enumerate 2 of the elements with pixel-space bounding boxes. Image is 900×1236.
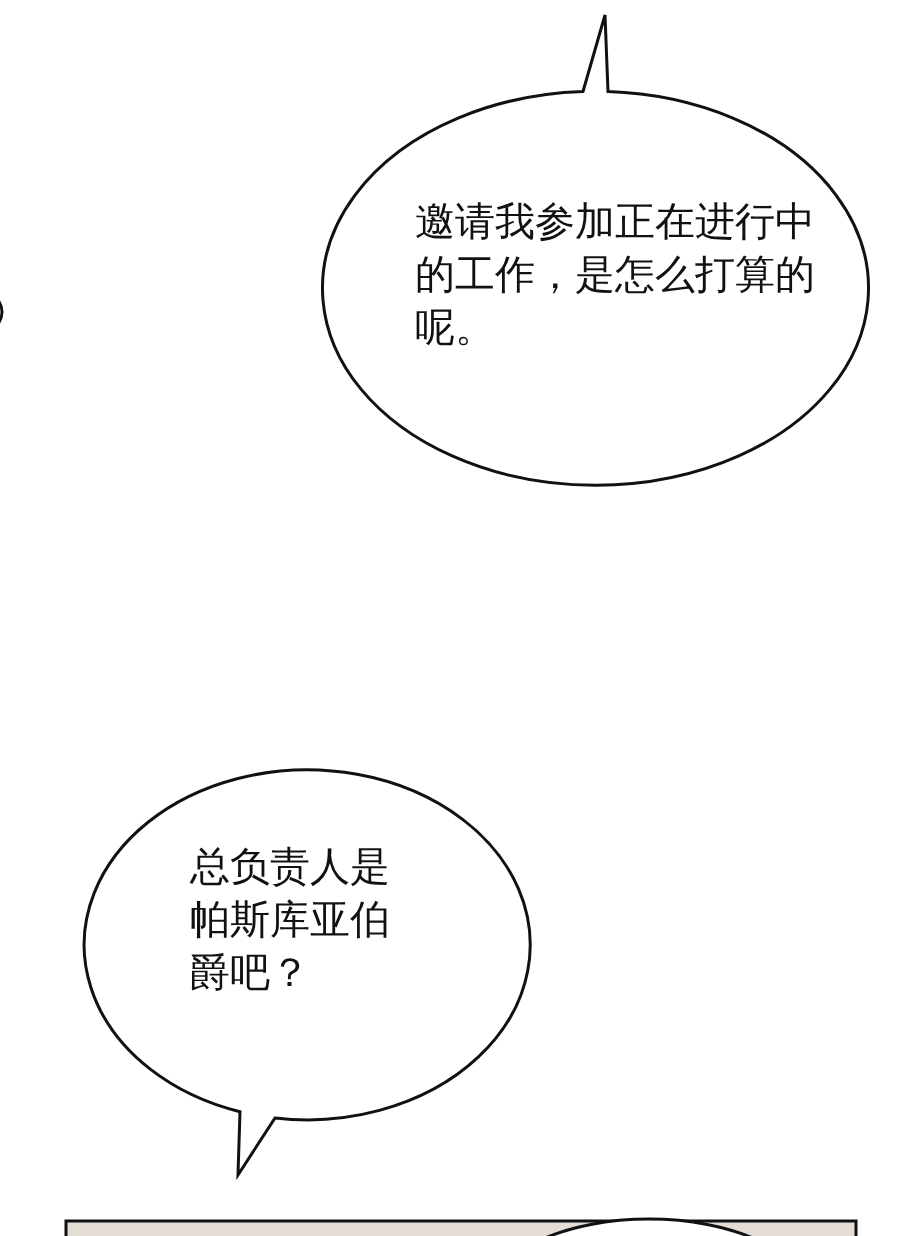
speech-text: 邀请我参加正在进行中的工作，是怎么打算的呢。: [415, 197, 815, 352]
speech-text: 总负责人是帕斯库亚伯爵吧？: [190, 842, 391, 997]
